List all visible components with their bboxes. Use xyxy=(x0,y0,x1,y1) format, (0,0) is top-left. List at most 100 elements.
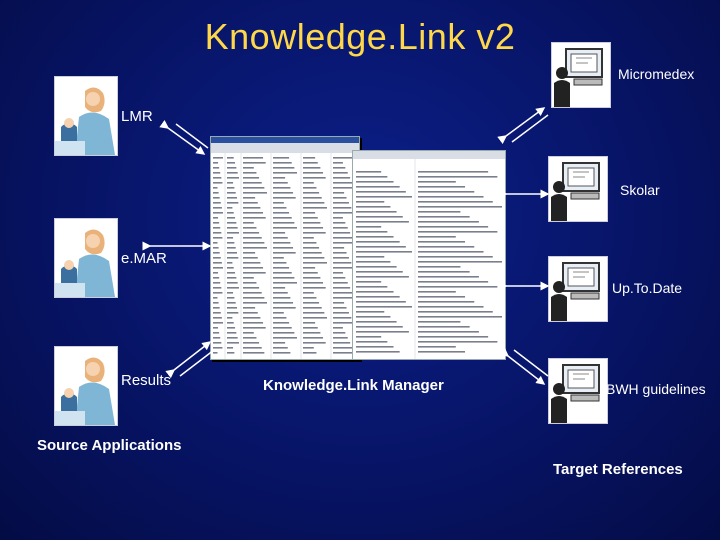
spreadsheet-cell-mark xyxy=(303,277,321,279)
manager-spreadsheet-right xyxy=(352,150,506,360)
page-title: Knowledge.Link v2 xyxy=(204,16,516,57)
spreadsheet-cell-mark xyxy=(418,221,479,223)
spreadsheet-cell-mark xyxy=(227,157,234,159)
spreadsheet-cell-mark xyxy=(213,352,218,354)
spreadsheet-cell-mark xyxy=(273,222,295,224)
spreadsheet-cell-mark xyxy=(333,302,345,304)
spreadsheet-cell-mark xyxy=(243,267,264,269)
spreadsheet-cell-mark xyxy=(227,342,239,344)
spreadsheet-cell-mark xyxy=(227,192,236,194)
spreadsheet-cell-mark xyxy=(213,312,221,314)
source-applications-heading: Source Applications xyxy=(37,437,182,454)
spreadsheet-cell-mark xyxy=(333,307,347,309)
spreadsheet-cell-mark xyxy=(213,217,219,219)
manager-spreadsheet-left xyxy=(210,136,360,360)
spreadsheet-cell-mark xyxy=(243,202,258,204)
spreadsheet-cell-mark xyxy=(333,342,351,344)
spreadsheet-cell-mark xyxy=(333,327,343,329)
spreadsheet-cell-mark xyxy=(418,291,456,293)
spreadsheet-cell-mark xyxy=(243,297,265,299)
spreadsheet-cell-mark xyxy=(227,347,234,349)
spreadsheet-cell-mark xyxy=(243,187,265,189)
spreadsheet-cell-mark xyxy=(303,187,317,189)
spreadsheet-cell-mark xyxy=(303,352,317,354)
spreadsheet-cell-mark xyxy=(356,231,388,233)
spreadsheet-cell-mark xyxy=(273,352,291,354)
spreadsheet-cell-mark xyxy=(243,252,256,254)
spreadsheet-cell-mark xyxy=(243,322,264,324)
spreadsheet-cell-mark xyxy=(333,252,347,254)
spreadsheet-cell-mark xyxy=(303,197,322,199)
spreadsheet-cell-mark xyxy=(418,336,489,338)
spreadsheet-cell-mark xyxy=(356,201,385,203)
spreadsheet-cell-mark xyxy=(213,332,220,334)
spreadsheet-cell-mark xyxy=(227,272,236,274)
spreadsheet-cell-mark xyxy=(356,351,400,353)
spreadsheet-cell-mark xyxy=(356,226,382,228)
spreadsheet-cell-mark xyxy=(356,281,382,283)
spreadsheet-cell-mark xyxy=(243,287,260,289)
spreadsheet-cell-mark xyxy=(213,167,220,169)
spreadsheet-cell-mark xyxy=(303,227,324,229)
clinician-icon xyxy=(55,77,117,155)
spreadsheet-cell-mark xyxy=(333,247,345,249)
spreadsheet-cell-mark xyxy=(418,201,493,203)
spreadsheet-cell-mark xyxy=(418,326,470,328)
spreadsheet-cell-mark xyxy=(213,192,219,194)
spreadsheet-cell-mark xyxy=(418,176,498,178)
spreadsheet-cell-mark xyxy=(356,191,406,193)
bwh-arrow-a xyxy=(499,347,546,385)
spreadsheet-cell-mark xyxy=(243,317,261,319)
spreadsheet-cell-mark xyxy=(303,232,326,234)
spreadsheet-cell-mark xyxy=(227,332,237,334)
spreadsheet-cell-mark xyxy=(303,347,314,349)
spreadsheet-cell-mark xyxy=(333,177,351,179)
spreadsheet-cell-mark xyxy=(273,317,287,319)
spreadsheet-cell-mark xyxy=(213,202,221,204)
spreadsheet-cell-mark xyxy=(273,347,288,349)
spreadsheet-cell-mark xyxy=(333,217,343,219)
spreadsheet-cell-mark xyxy=(227,337,238,339)
spreadsheet-cell-mark xyxy=(243,237,262,239)
spreadsheet-cell-mark xyxy=(303,162,318,164)
spreadsheet-cell-mark xyxy=(213,227,221,229)
spreadsheet-cell-mark xyxy=(356,286,388,288)
micromedex-arrow-a xyxy=(497,107,546,145)
spreadsheet-cell-mark xyxy=(243,302,267,304)
spreadsheet-cell-mark xyxy=(227,292,234,294)
spreadsheet-cell-mark xyxy=(213,262,222,264)
spreadsheet-cell-mark xyxy=(243,242,265,244)
spreadsheet-cell-mark xyxy=(213,207,222,209)
spreadsheet-cell-mark xyxy=(243,207,261,209)
spreadsheet-cell-mark xyxy=(418,351,466,353)
spreadsheet-cell-mark xyxy=(243,312,258,314)
spreadsheet-cell-mark xyxy=(333,197,347,199)
spreadsheet-cell-mark xyxy=(273,197,296,199)
spreadsheet-cell-mark xyxy=(243,307,256,309)
lmr-arrow-b xyxy=(175,123,209,149)
results-arrow-b xyxy=(179,349,215,377)
spreadsheet-cell-mark xyxy=(418,266,461,268)
spreadsheet-cell-mark xyxy=(213,282,221,284)
spreadsheet-cell-mark xyxy=(333,257,349,259)
spreadsheet-cell-mark xyxy=(333,297,355,299)
spreadsheet-cell-mark xyxy=(227,327,236,329)
spreadsheet-cell-mark xyxy=(356,181,394,183)
spreadsheet-cell-mark xyxy=(227,222,237,224)
spreadsheet-cell-mark xyxy=(213,212,223,214)
spreadsheet-cell-mark xyxy=(273,342,286,344)
spreadsheet-cell-mark xyxy=(243,177,260,179)
spreadsheet-cell-mark xyxy=(418,171,489,173)
spreadsheet-cell-mark xyxy=(213,342,222,344)
spreadsheet-cell-mark xyxy=(213,272,219,274)
spreadsheet-cell-mark xyxy=(243,327,266,329)
spreadsheet-cell-mark xyxy=(243,162,266,164)
spreadsheet-cell-mark xyxy=(356,211,397,213)
spreadsheet-cell-mark xyxy=(333,212,354,214)
spreadsheet-cell-mark xyxy=(418,296,466,298)
spreadsheet-cell-mark xyxy=(273,287,286,289)
spreadsheet-cell-mark xyxy=(213,172,221,174)
spreadsheet-cell-mark xyxy=(418,211,461,213)
spreadsheet-cell-mark xyxy=(213,297,218,299)
spreadsheet-cell-mark xyxy=(333,292,353,294)
